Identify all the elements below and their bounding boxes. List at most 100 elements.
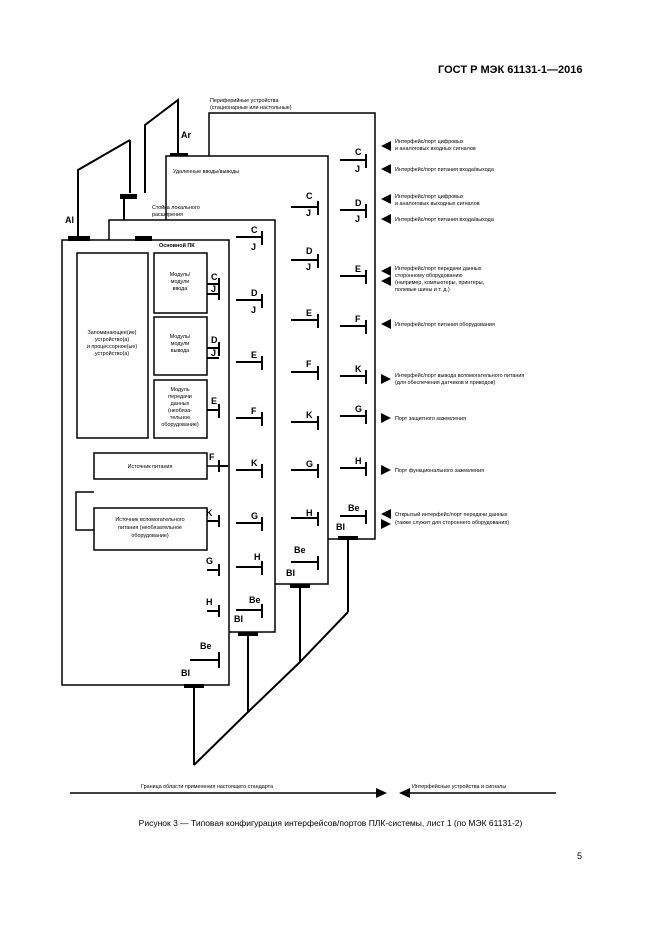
svg-text:J: J [251, 242, 256, 252]
svg-text:K: K [306, 410, 313, 420]
svg-text:F: F [355, 314, 361, 324]
input-modules-box: Модуль/ модули ввода [153, 252, 208, 314]
svg-text:Модуль/: Модуль/ [170, 334, 191, 340]
power-source-box: Источник питания [93, 452, 218, 480]
svg-text:ввода: ввода [173, 286, 188, 292]
remote-io-title: Удаленные вводы/выводы [173, 169, 239, 175]
svg-text:D: D [211, 335, 218, 345]
svg-text:Открытый интерфейс/порт переда: Открытый интерфейс/порт передачи данных [395, 511, 508, 518]
svg-text:F: F [209, 452, 215, 462]
svg-text:J: J [355, 214, 360, 224]
svg-text:J: J [211, 348, 216, 358]
svg-text:H: H [306, 508, 313, 518]
peripheral-title-1: Периферийные устройства [210, 97, 278, 104]
svg-text:Интерфейс/порт питания входа/в: Интерфейс/порт питания входа/выхода [395, 216, 494, 223]
output-modules-box: Модуль/ модули вывода [153, 316, 208, 376]
svg-text:Интерфейс/порт передачи данных: Интерфейс/порт передачи данных [395, 265, 482, 272]
svg-text:Be: Be [249, 595, 261, 605]
svg-text:устройство(а): устройство(а) [95, 336, 130, 343]
interface-legend: Интерфейс/порт цифровых и аналоговых вхо… [381, 138, 524, 529]
svg-text:H: H [254, 552, 261, 562]
svg-text:C: C [211, 272, 218, 282]
svg-text:J: J [306, 262, 311, 272]
svg-text:G: G [355, 404, 362, 414]
port-connectors [190, 154, 367, 668]
aux-power-box: Источник вспомогательного питания (необя… [75, 491, 208, 551]
svg-text:Модуль/: Модуль/ [170, 272, 191, 278]
page-number: 5 [577, 851, 583, 861]
svg-text:(для обеспечения датчиков и пр: (для обеспечения датчиков и приводов) [395, 380, 495, 386]
svg-text:вывода: вывода [171, 348, 190, 354]
storage-processor-box: Запоминающее(ие) устройство(а) и процесс… [76, 252, 149, 439]
standard-header: ГОСТ Р МЭК 61131-1—2016 [438, 64, 583, 76]
svg-text:сторонному оборудованию: сторонному оборудованию [395, 273, 463, 279]
svg-text:BI: BI [286, 568, 295, 578]
svg-text:K: K [251, 458, 258, 468]
svg-text:J: J [306, 208, 311, 218]
svg-text:питания (необязательное: питания (необязательное [118, 525, 182, 531]
svg-text:J: J [355, 164, 360, 174]
svg-text:Источник вспомогательного: Источник вспомогательного [115, 517, 184, 523]
svg-text:D: D [251, 288, 258, 298]
svg-text:(например, компьютеры, принтер: (например, компьютеры, принтеры, [395, 280, 485, 286]
svg-text:E: E [306, 308, 312, 318]
peripheral-title-2: (стационарные или настольные) [210, 105, 292, 111]
figure-caption: Рисунок 3 — Типовая конфигурация интерфе… [138, 818, 523, 828]
svg-text:E: E [251, 350, 257, 360]
local-ext-title-1: Стойка локального [152, 204, 200, 211]
svg-text:Интерфейс/порт цифровых: Интерфейс/порт цифровых [395, 138, 464, 145]
svg-text:F: F [306, 359, 312, 369]
svg-text:(также служит для стороннего о: (также служит для стороннего оборудовани… [395, 520, 509, 526]
svg-text:Порт функционального заземлени: Порт функционального заземления [395, 468, 484, 474]
ar-label: Ar [181, 130, 191, 140]
svg-text:E: E [211, 396, 217, 406]
svg-text:полевые шины и т. д.): полевые шины и т. д.) [395, 287, 450, 293]
svg-text:и аналоговых входных сигналов: и аналоговых входных сигналов [395, 146, 476, 152]
svg-text:G: G [206, 556, 213, 566]
svg-text:BI: BI [181, 668, 190, 678]
svg-text:H: H [206, 597, 213, 607]
port-letters: C J D J E F K G H Be BI C J D J E F K G … [181, 147, 362, 678]
svg-text:передачи: передачи [168, 394, 192, 400]
main-plc-title: Основной ПК [159, 242, 195, 249]
svg-text:H: H [355, 456, 362, 466]
svg-text:E: E [355, 264, 361, 274]
svg-text:Интерфейс/порт вывода вспомога: Интерфейс/порт вывода вспомогательного п… [395, 372, 524, 379]
svg-text:тельное: тельное [170, 415, 190, 421]
svg-text:Запоминающее(ие): Запоминающее(ие) [88, 330, 137, 336]
scope-boundary: Граница области применения настоящего ст… [70, 783, 556, 798]
svg-text:C: C [355, 147, 362, 157]
svg-text:J: J [211, 284, 216, 294]
svg-text:модули: модули [171, 279, 189, 285]
svg-text:G: G [251, 511, 258, 521]
svg-text:Интерфейсные устройства и сигн: Интерфейсные устройства и сигналы [412, 783, 506, 790]
svg-text:Интерфейс/порт питания оборудо: Интерфейс/порт питания оборудования [395, 321, 495, 328]
al-label: Al [65, 215, 74, 225]
svg-text:устройство(а): устройство(а) [95, 350, 130, 357]
svg-text:оборудование): оборудование) [131, 533, 168, 539]
svg-text:C: C [251, 225, 258, 235]
svg-text:Порт защитного заземления: Порт защитного заземления [395, 416, 466, 422]
svg-text:Граница области применения нас: Граница области применения настоящего ст… [141, 784, 273, 790]
comm-module-box: Модуль передачи данных (необяза- тельное… [153, 379, 208, 439]
svg-text:F: F [251, 406, 257, 416]
svg-text:данных: данных [171, 401, 190, 407]
svg-text:K: K [206, 508, 213, 518]
local-ext-title-2: расширения [152, 212, 183, 218]
svg-text:(необяза-: (необяза- [168, 408, 192, 414]
svg-text:K: K [355, 364, 362, 374]
svg-text:и процессорное(ые): и процессорное(ые) [87, 344, 138, 350]
svg-text:и аналоговых выходных сигналов: и аналоговых выходных сигналов [395, 201, 480, 207]
svg-text:Интерфейс/порт цифровых: Интерфейс/порт цифровых [395, 193, 464, 200]
ground-branches [184, 536, 358, 766]
svg-text:оборудование): оборудование) [161, 422, 198, 428]
svg-text:Be: Be [348, 503, 360, 513]
svg-text:Be: Be [294, 545, 306, 555]
svg-text:C: C [306, 191, 313, 201]
svg-text:G: G [306, 459, 313, 469]
svg-text:модули: модули [171, 341, 189, 347]
svg-text:D: D [355, 198, 362, 208]
svg-text:Интерфейс/порт питания входа/в: Интерфейс/порт питания входа/выхода [395, 166, 494, 173]
svg-text:BI: BI [336, 522, 345, 532]
